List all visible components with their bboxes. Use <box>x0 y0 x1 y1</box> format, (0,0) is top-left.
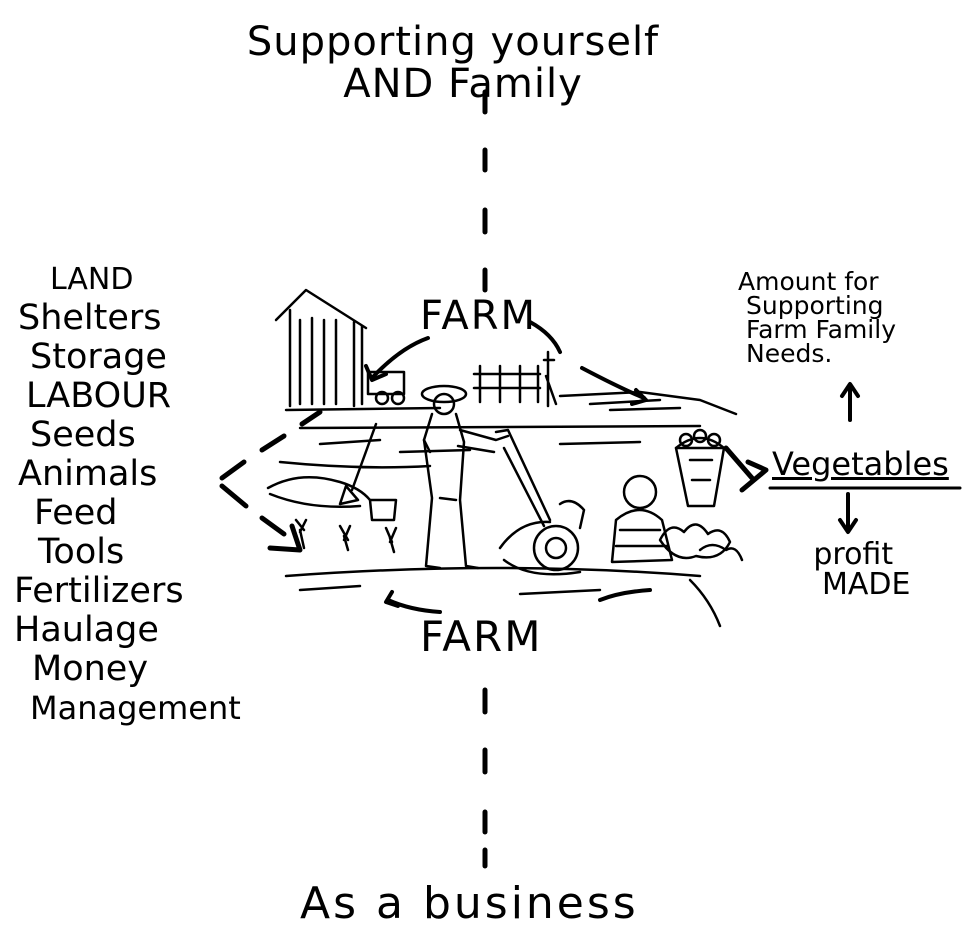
input-item-fertilizers: Fertilizers <box>14 571 184 611</box>
tiller-icon <box>494 428 586 576</box>
inputs-to-farm-arrows <box>219 409 323 553</box>
input-item-land: LAND <box>50 262 134 297</box>
family-share-line-4: Needs. <box>746 339 833 368</box>
farmer-icon <box>420 384 510 570</box>
vegetables-arrow <box>723 445 962 493</box>
vegetable-basket-icon <box>674 428 726 508</box>
profit-line-1: profit <box>813 537 894 572</box>
input-item-tools: Tools <box>38 532 125 572</box>
input-item-shelters: Shelters <box>18 298 162 338</box>
family-share-line-2: Supporting <box>746 291 884 320</box>
inputs-list: LAND Shelters Storage LABOUR Seeds Anima… <box>14 260 241 728</box>
family-share-label: Amount for Supporting Farm Family Needs. <box>738 267 896 368</box>
input-item-animals: Animals <box>18 454 158 494</box>
family-share-line-1: Amount for <box>738 267 879 296</box>
profit-arrow <box>838 492 858 534</box>
bottom-caption: As a business <box>300 878 639 929</box>
input-item-labour: LABOUR <box>26 376 172 416</box>
profit-line-2: MADE <box>822 567 911 602</box>
top-caption-line-1: Supporting yourself <box>246 19 660 65</box>
family-share-line-3: Farm Family <box>746 315 896 344</box>
top-caption: Supporting yourself AND Family <box>0 22 966 104</box>
input-item-feed: Feed <box>34 493 118 533</box>
input-item-management: Management <box>30 689 241 727</box>
top-caption-line-2: AND Family <box>343 61 583 107</box>
profit-label: profit MADE <box>796 540 910 600</box>
input-item-seeds: Seeds <box>30 415 136 455</box>
product-label-vegetables: Vegetables <box>772 445 949 483</box>
farm-illustration <box>266 288 744 628</box>
family-share-arrow <box>840 382 860 422</box>
gatherer-icon <box>610 474 674 564</box>
farm-label-bottom: FARM <box>420 612 543 661</box>
barn-icon <box>274 288 368 408</box>
farm-label-top: FARM <box>420 293 538 339</box>
input-item-haulage: Haulage <box>14 610 159 650</box>
input-item-storage: Storage <box>30 337 167 377</box>
farm-cycle-arrows <box>364 320 652 614</box>
input-item-money: Money <box>32 649 149 689</box>
